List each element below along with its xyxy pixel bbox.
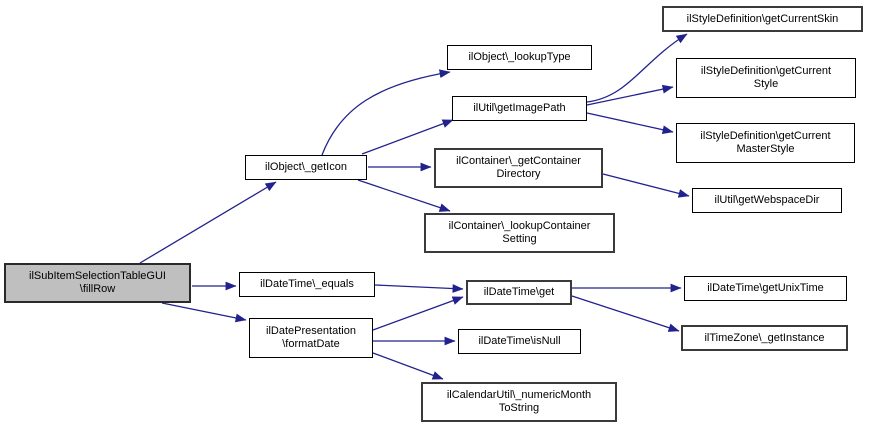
edge-getIcon-to-lookupContainerSetting <box>357 179 451 212</box>
edge-getIcon-to-getImagePath <box>361 119 454 155</box>
edge-equals-to-get <box>374 284 464 293</box>
node-label: ilStyleDefinition\getCurrentSkin <box>686 12 839 25</box>
node-lookupType[interactable]: ilObject\_lookupType <box>447 45 592 70</box>
edge-fillRow-to-formatDate <box>161 302 247 323</box>
edge-getContainerDirectory-to-getWebspaceDir <box>602 173 690 198</box>
node-getIcon[interactable]: ilObject\_getIcon <box>245 155 367 180</box>
node-getCurrentSkin[interactable]: ilStyleDefinition\getCurrentSkin <box>662 6 863 32</box>
node-getContainerDirectory[interactable]: ilContainer\_getContainer Directory <box>434 148 603 188</box>
node-equals[interactable]: ilDateTime\_equals <box>239 272 375 297</box>
node-getImagePath[interactable]: ilUtil\getImagePath <box>452 96 587 121</box>
node-fillRow: ilSubItemSelectionTableGUI \fillRow <box>4 263 191 303</box>
edge-getImagePath-to-getCurrentStyle <box>586 84 674 106</box>
node-label: ilTimeZone\_getInstance <box>704 331 825 344</box>
node-label: ilSubItemSelectionTableGUI \fillRow <box>29 270 166 295</box>
node-getCurrentMasterStyle[interactable]: ilStyleDefinition\getCurrent MasterStyle <box>676 123 855 163</box>
edge-getImagePath-to-getCurrentMasterStyle <box>586 112 674 135</box>
node-get[interactable]: ilDateTime\get <box>466 280 572 305</box>
node-label: ilContainer\_getContainer Directory <box>456 155 581 180</box>
node-getWebspaceDir[interactable]: ilUtil\getWebspaceDir <box>692 188 842 213</box>
node-label: ilUtil\getWebspaceDir <box>714 194 820 206</box>
node-numericMonthToString[interactable]: ilCalendarUtil\_numericMonth ToString <box>421 382 617 422</box>
node-lookupContainerSetting[interactable]: ilContainer\_lookupContainer Setting <box>424 213 615 253</box>
edge-getIcon-to-lookupType <box>321 69 451 156</box>
node-label: ilObject\_lookupType <box>468 51 571 63</box>
edge-fillRow-to-getIcon <box>139 181 277 264</box>
node-label: ilDateTime\_equals <box>260 278 354 290</box>
node-label: ilUtil\getImagePath <box>473 102 566 114</box>
node-label: ilContainer\_lookupContainer Setting <box>448 220 591 245</box>
node-getUnixTime[interactable]: ilDateTime\getUnixTime <box>684 276 847 301</box>
node-isNull[interactable]: ilDateTime\isNull <box>458 329 581 354</box>
node-getInstance[interactable]: ilTimeZone\_getInstance <box>681 325 848 351</box>
edge-formatDate-to-numericMonthToString <box>372 352 444 380</box>
edge-formatDate-to-get <box>372 296 464 331</box>
node-label: ilStyleDefinition\getCurrent Style <box>700 65 832 90</box>
node-getCurrentStyle[interactable]: ilStyleDefinition\getCurrent Style <box>676 58 856 98</box>
node-label: ilStyleDefinition\getCurrent MasterStyle <box>700 130 831 155</box>
node-label: ilObject\_getIcon <box>265 161 347 173</box>
node-label: ilDateTime\get <box>483 286 555 298</box>
edge-getImagePath-to-getCurrentSkin <box>586 33 688 103</box>
node-label: ilDateTime\isNull <box>478 335 561 347</box>
edge-get-to-getInstance <box>571 295 680 332</box>
node-label: ilCalendarUtil\_numericMonth ToString <box>446 389 592 414</box>
node-label: ilDatePresentation \formatDate <box>266 325 356 350</box>
node-formatDate[interactable]: ilDatePresentation \formatDate <box>249 318 373 358</box>
node-label: ilDateTime\getUnixTime <box>707 282 824 294</box>
